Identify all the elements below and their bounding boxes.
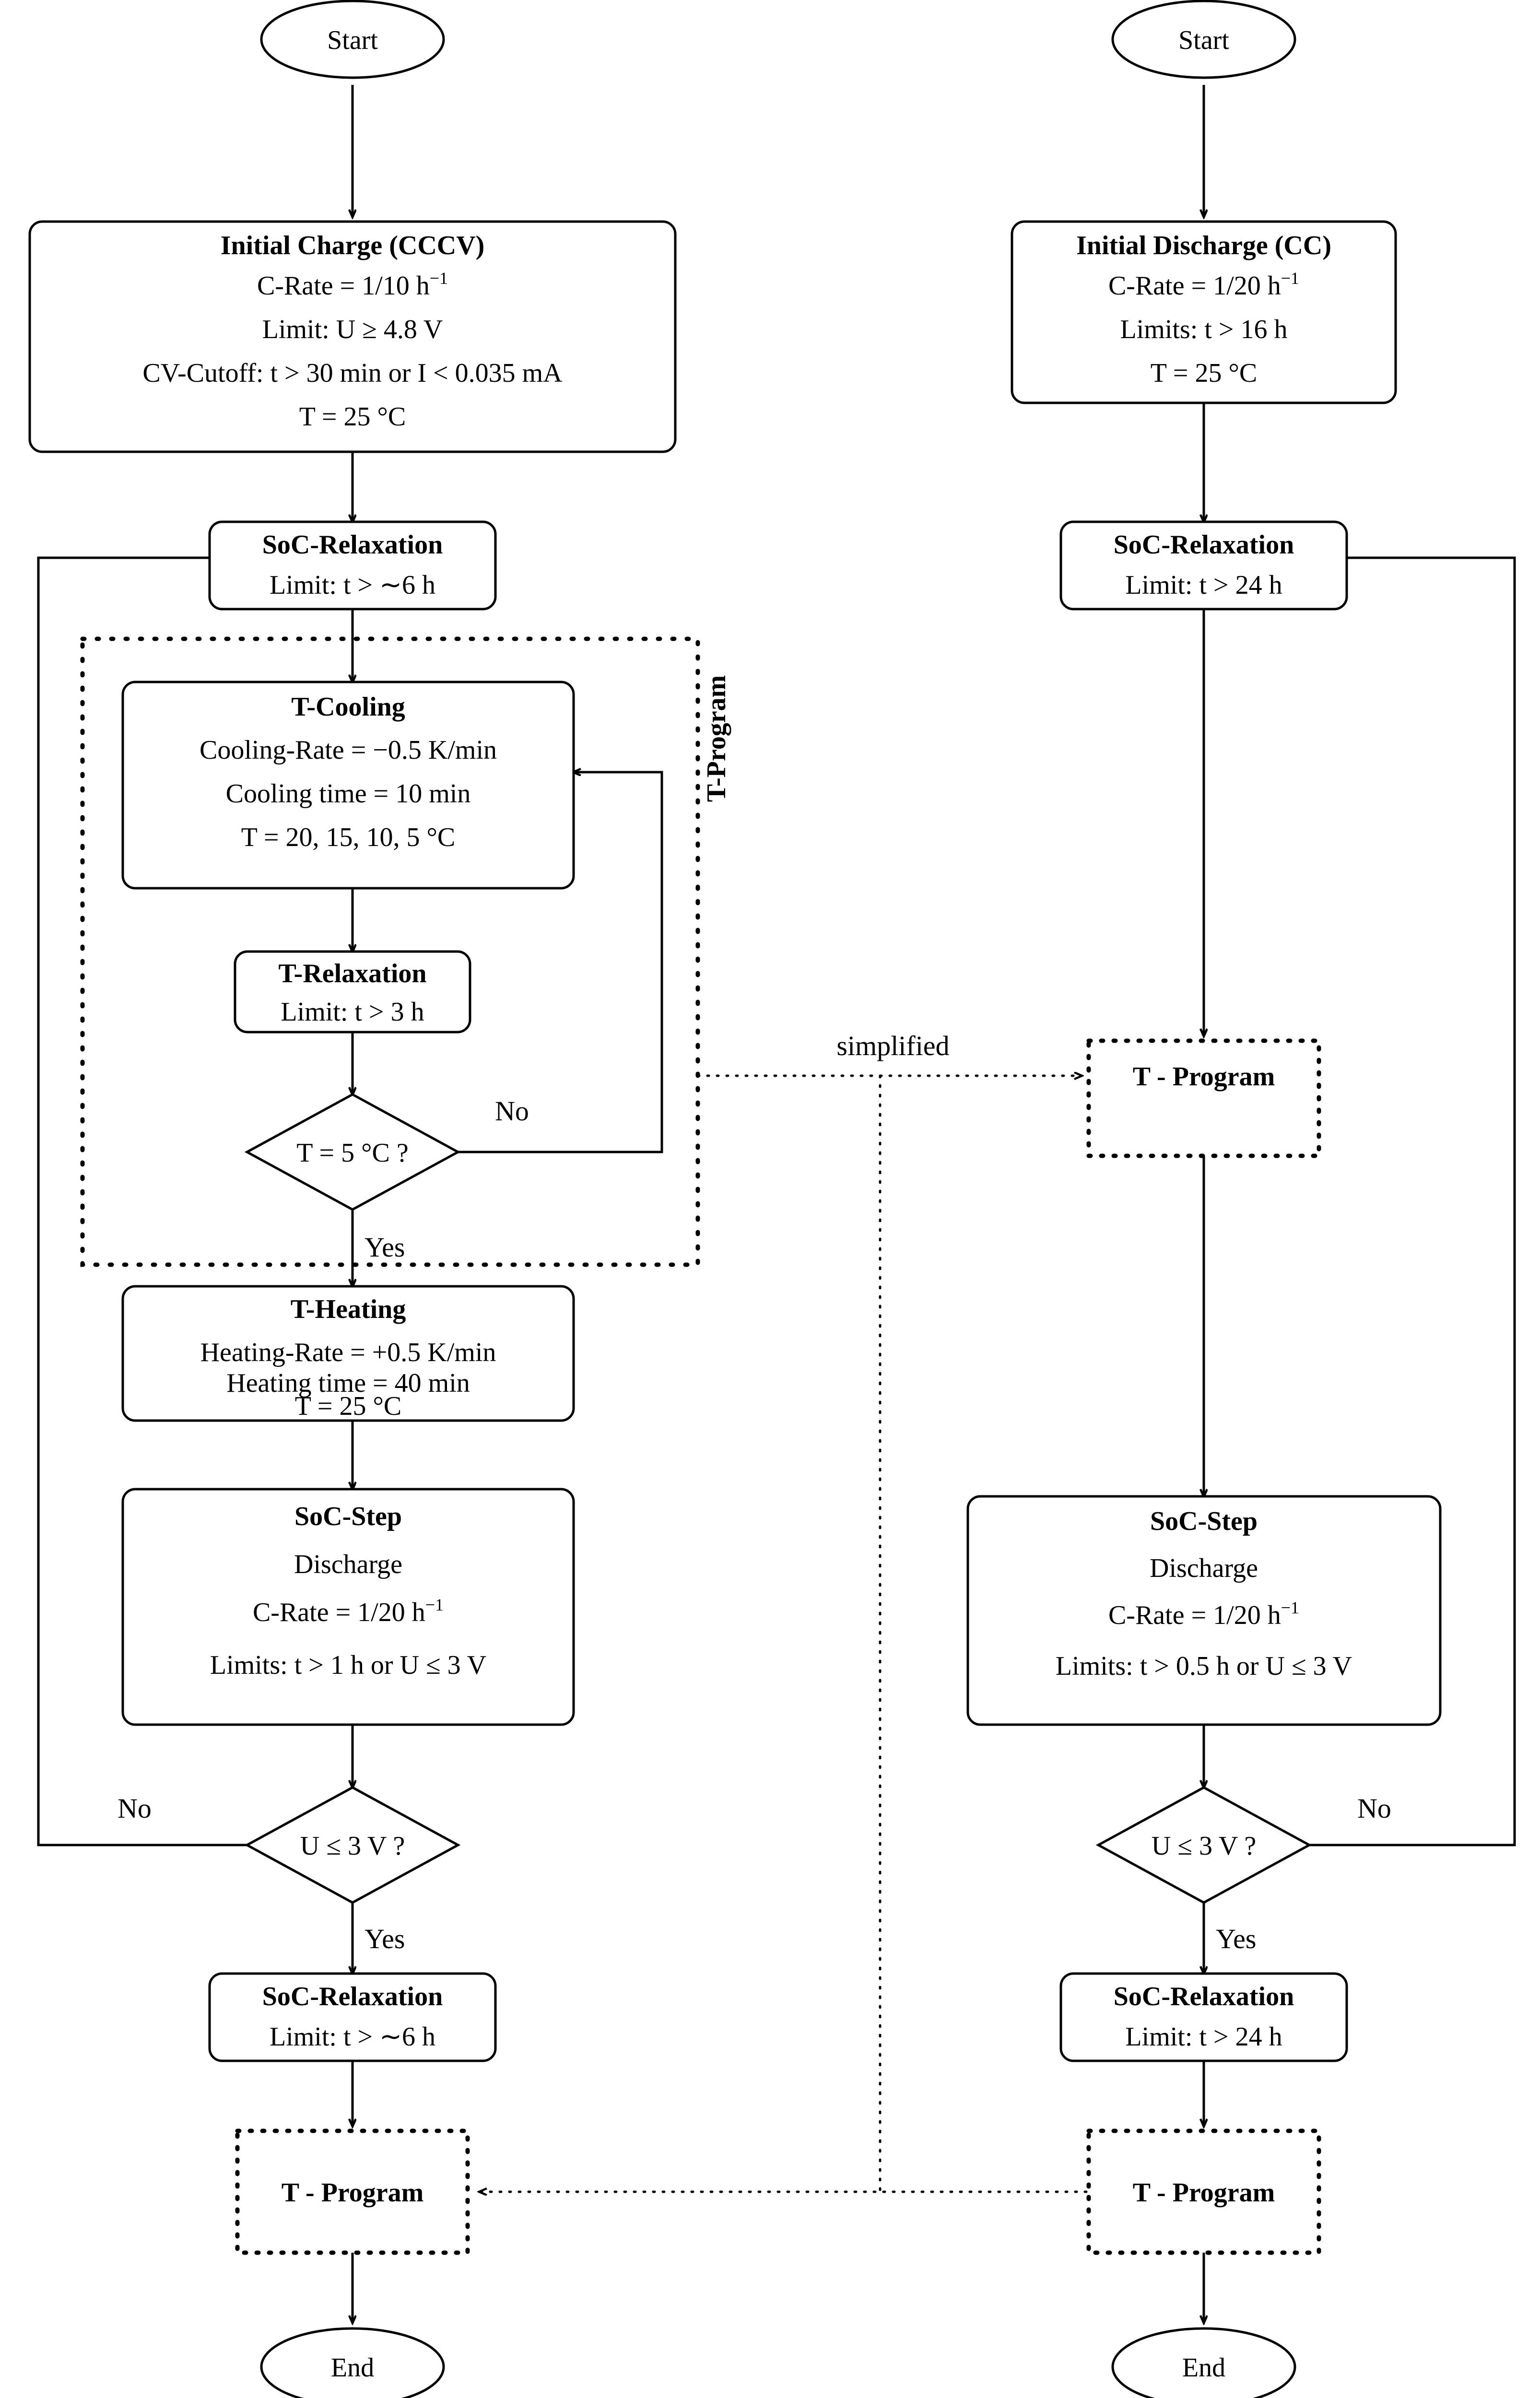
label-left-temp-yes: Yes [364, 1232, 405, 1263]
left-end-node [260, 2327, 445, 2398]
right-soc-relaxation-top-line1: Limit: t > 24 h [1125, 570, 1282, 600]
right-t-program-bottom-node [1086, 2128, 1321, 2255]
left-t-heating-line1: Heating-Rate = +0.5 K/min [200, 1338, 496, 1367]
left-decision-voltage [244, 1786, 461, 1904]
right-soc-relaxation-top-node [1059, 520, 1348, 611]
left-start-label: Start [327, 25, 378, 55]
left-t-heating-line3: T = 25 °C [295, 1391, 402, 1421]
right-soc-step-line3: Limits: t > 0.5 h or U ≤ 3 V [1056, 1651, 1352, 1681]
right-initial-discharge-line1: C-Rate = 1/20 h−1 [1108, 269, 1299, 301]
left-t-relaxation-node [234, 950, 471, 1034]
right-t-program-top-node [1086, 1038, 1321, 1158]
left-t-relaxation-title: T-Relaxation [278, 959, 426, 988]
right-start-label: Start [1178, 25, 1229, 55]
left-soc-step-line2: C-Rate = 1/20 h−1 [253, 1595, 444, 1627]
left-soc-relaxation-bottom-line1: Limit: t > ∼6 h [270, 2022, 435, 2052]
left-t-cooling-title: T-Cooling [291, 692, 405, 722]
label-left-temp-no: No [495, 1095, 529, 1127]
right-soc-relaxation-bottom-line1: Limit: t > 24 h [1125, 2022, 1282, 2052]
left-t-relaxation-line1: Limit: t > 3 h [281, 997, 424, 1027]
left-soc-relaxation-top-node [208, 520, 497, 611]
left-initial-charge-line1: C-Rate = 1/10 h−1 [257, 269, 448, 301]
left-t-heating-title: T-Heating [291, 1294, 406, 1324]
left-initial-charge-line4: T = 25 °C [299, 402, 406, 432]
right-soc-relaxation-bottom-node [1059, 1972, 1348, 2062]
left-soc-step-line1: Discharge [294, 1550, 402, 1579]
right-decision-voltage-label: U ≤ 3 V ? [1152, 1831, 1256, 1861]
connector-left-volt-no-loop [37, 558, 310, 1846]
left-soc-relaxation-bottom-node [208, 1972, 497, 2062]
left-soc-relaxation-top-line1: Limit: t > ∼6 h [270, 570, 435, 600]
left-initial-charge-line3: CV-Cutoff: t > 30 min or I < 0.035 mA [142, 358, 563, 388]
right-initial-discharge-node [1011, 220, 1397, 404]
label-simplified: simplified [836, 1030, 949, 1061]
left-decision-temperature-label: T = 5 °C ? [296, 1138, 408, 1168]
left-soc-relaxation-top-title: SoC-Relaxation [262, 530, 443, 560]
right-t-program-bottom-label: T - Program [1133, 2178, 1275, 2208]
left-t-cooling-line2: Cooling time = 10 min [226, 779, 471, 809]
right-soc-step-line2: C-Rate = 1/20 h−1 [1108, 1598, 1299, 1630]
left-soc-relaxation-bottom-title: SoC-Relaxation [262, 1982, 443, 2011]
connector-right-volt-no-loop [1309, 558, 1516, 1846]
left-soc-step-line3: Limits: t > 1 h or U ≤ 3 V [210, 1650, 486, 1680]
label-right-volt-yes: Yes [1216, 1923, 1256, 1954]
label-left-volt-no: No [118, 1793, 152, 1824]
left-t-program-node [235, 2128, 470, 2255]
left-t-cooling-node [121, 681, 575, 890]
right-initial-discharge-title: Initial Discharge (CC) [1076, 231, 1331, 260]
right-soc-step-node [966, 1495, 1442, 1726]
left-soc-step-node [121, 1488, 575, 1726]
t-program-group-label: T-Program [702, 675, 731, 802]
right-initial-discharge-line2: Limits: t > 16 h [1120, 315, 1288, 344]
left-t-cooling-line3: T = 20, 15, 10, 5 °C [241, 823, 456, 852]
connector-left-decision-no-loop [458, 772, 663, 1153]
right-soc-relaxation-bottom-title: SoC-Relaxation [1114, 1982, 1294, 2011]
left-end-label: End [331, 2353, 374, 2383]
left-decision-voltage-label: U ≤ 3 V ? [300, 1831, 405, 1861]
right-soc-step-line1: Discharge [1150, 1553, 1258, 1583]
left-t-heating-line2: Heating time = 40 min [226, 1368, 470, 1398]
right-soc-relaxation-top-title: SoC-Relaxation [1114, 530, 1294, 560]
right-decision-voltage [1095, 1786, 1312, 1904]
label-right-volt-no: No [1357, 1793, 1391, 1824]
left-t-heating-node [121, 1285, 575, 1422]
right-initial-discharge-line3: T = 25 °C [1151, 358, 1258, 388]
right-t-program-top-label: T - Program [1133, 1062, 1275, 1092]
left-initial-charge-title: Initial Charge (CCCV) [221, 231, 485, 260]
left-start-node [260, 0, 445, 79]
right-end-node [1111, 2327, 1296, 2398]
left-decision-temperature [244, 1093, 461, 1211]
left-t-program-label: T - Program [282, 2178, 424, 2208]
left-initial-charge-node [28, 220, 677, 453]
label-left-volt-yes: Yes [364, 1923, 405, 1954]
left-soc-step-title: SoC-Step [294, 1502, 402, 1531]
right-end-label: End [1182, 2353, 1225, 2383]
right-start-node [1111, 0, 1296, 79]
left-t-cooling-line1: Cooling-Rate = −0.5 K/min [200, 735, 497, 765]
right-soc-step-title: SoC-Step [1150, 1506, 1258, 1536]
left-initial-charge-line2: Limit: U ≥ 4.8 V [262, 315, 443, 344]
